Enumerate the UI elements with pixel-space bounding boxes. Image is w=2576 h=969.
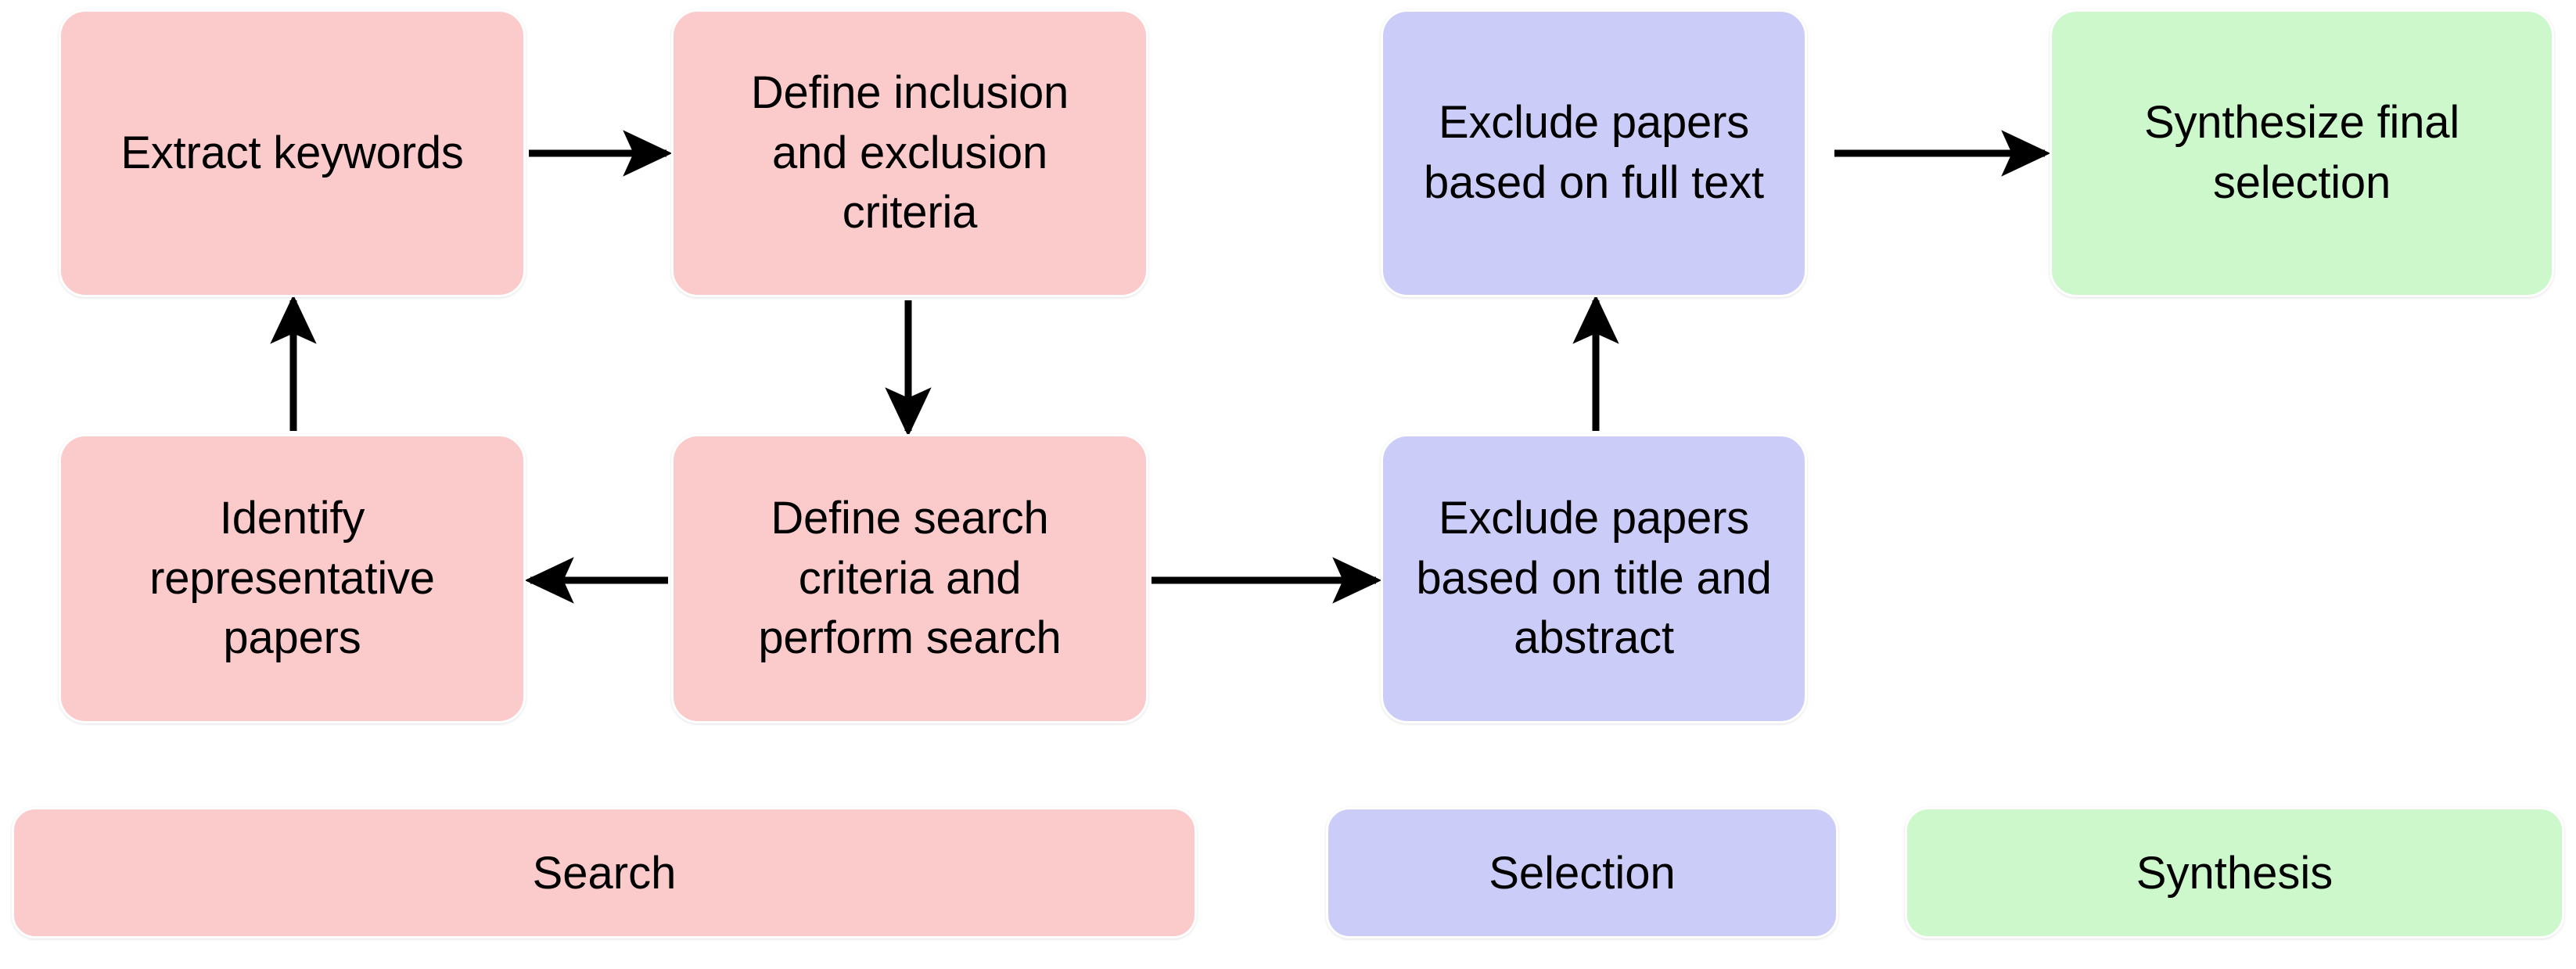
node-label: Exclude papers based on title and abstra…: [1416, 493, 1772, 664]
legend-label: Search: [532, 847, 677, 899]
node-label: Synthesize final selection: [2143, 97, 2460, 208]
legend-label: Synthesis: [2136, 847, 2333, 899]
node-identify-papers[interactable]: Identify representative papers: [59, 434, 526, 723]
node-label: Identify representative papers: [149, 493, 435, 664]
node-label: Exclude papers based on full text: [1424, 97, 1764, 208]
legend-item-selection[interactable]: Selection: [1326, 807, 1838, 938]
legend-item-search[interactable]: Search: [12, 807, 1197, 938]
node-define-search[interactable]: Define search criteria and perform searc…: [671, 434, 1148, 723]
legend-label: Selection: [1489, 847, 1676, 899]
node-exclude-title-abstract[interactable]: Exclude papers based on title and abstra…: [1381, 434, 1807, 723]
node-extract-keywords[interactable]: Extract keywords: [59, 9, 526, 297]
node-define-criteria[interactable]: Define inclusion and exclusion criteria: [671, 9, 1148, 297]
node-label: Define search criteria and perform searc…: [758, 493, 1062, 664]
node-label: Extract keywords: [120, 127, 464, 178]
node-synthesize-final[interactable]: Synthesize final selection: [2050, 9, 2554, 297]
node-exclude-full-text[interactable]: Exclude papers based on full text: [1381, 9, 1807, 297]
node-label: Define inclusion and exclusion criteria: [750, 67, 1069, 239]
legend-item-synthesis[interactable]: Synthesis: [1905, 807, 2564, 938]
